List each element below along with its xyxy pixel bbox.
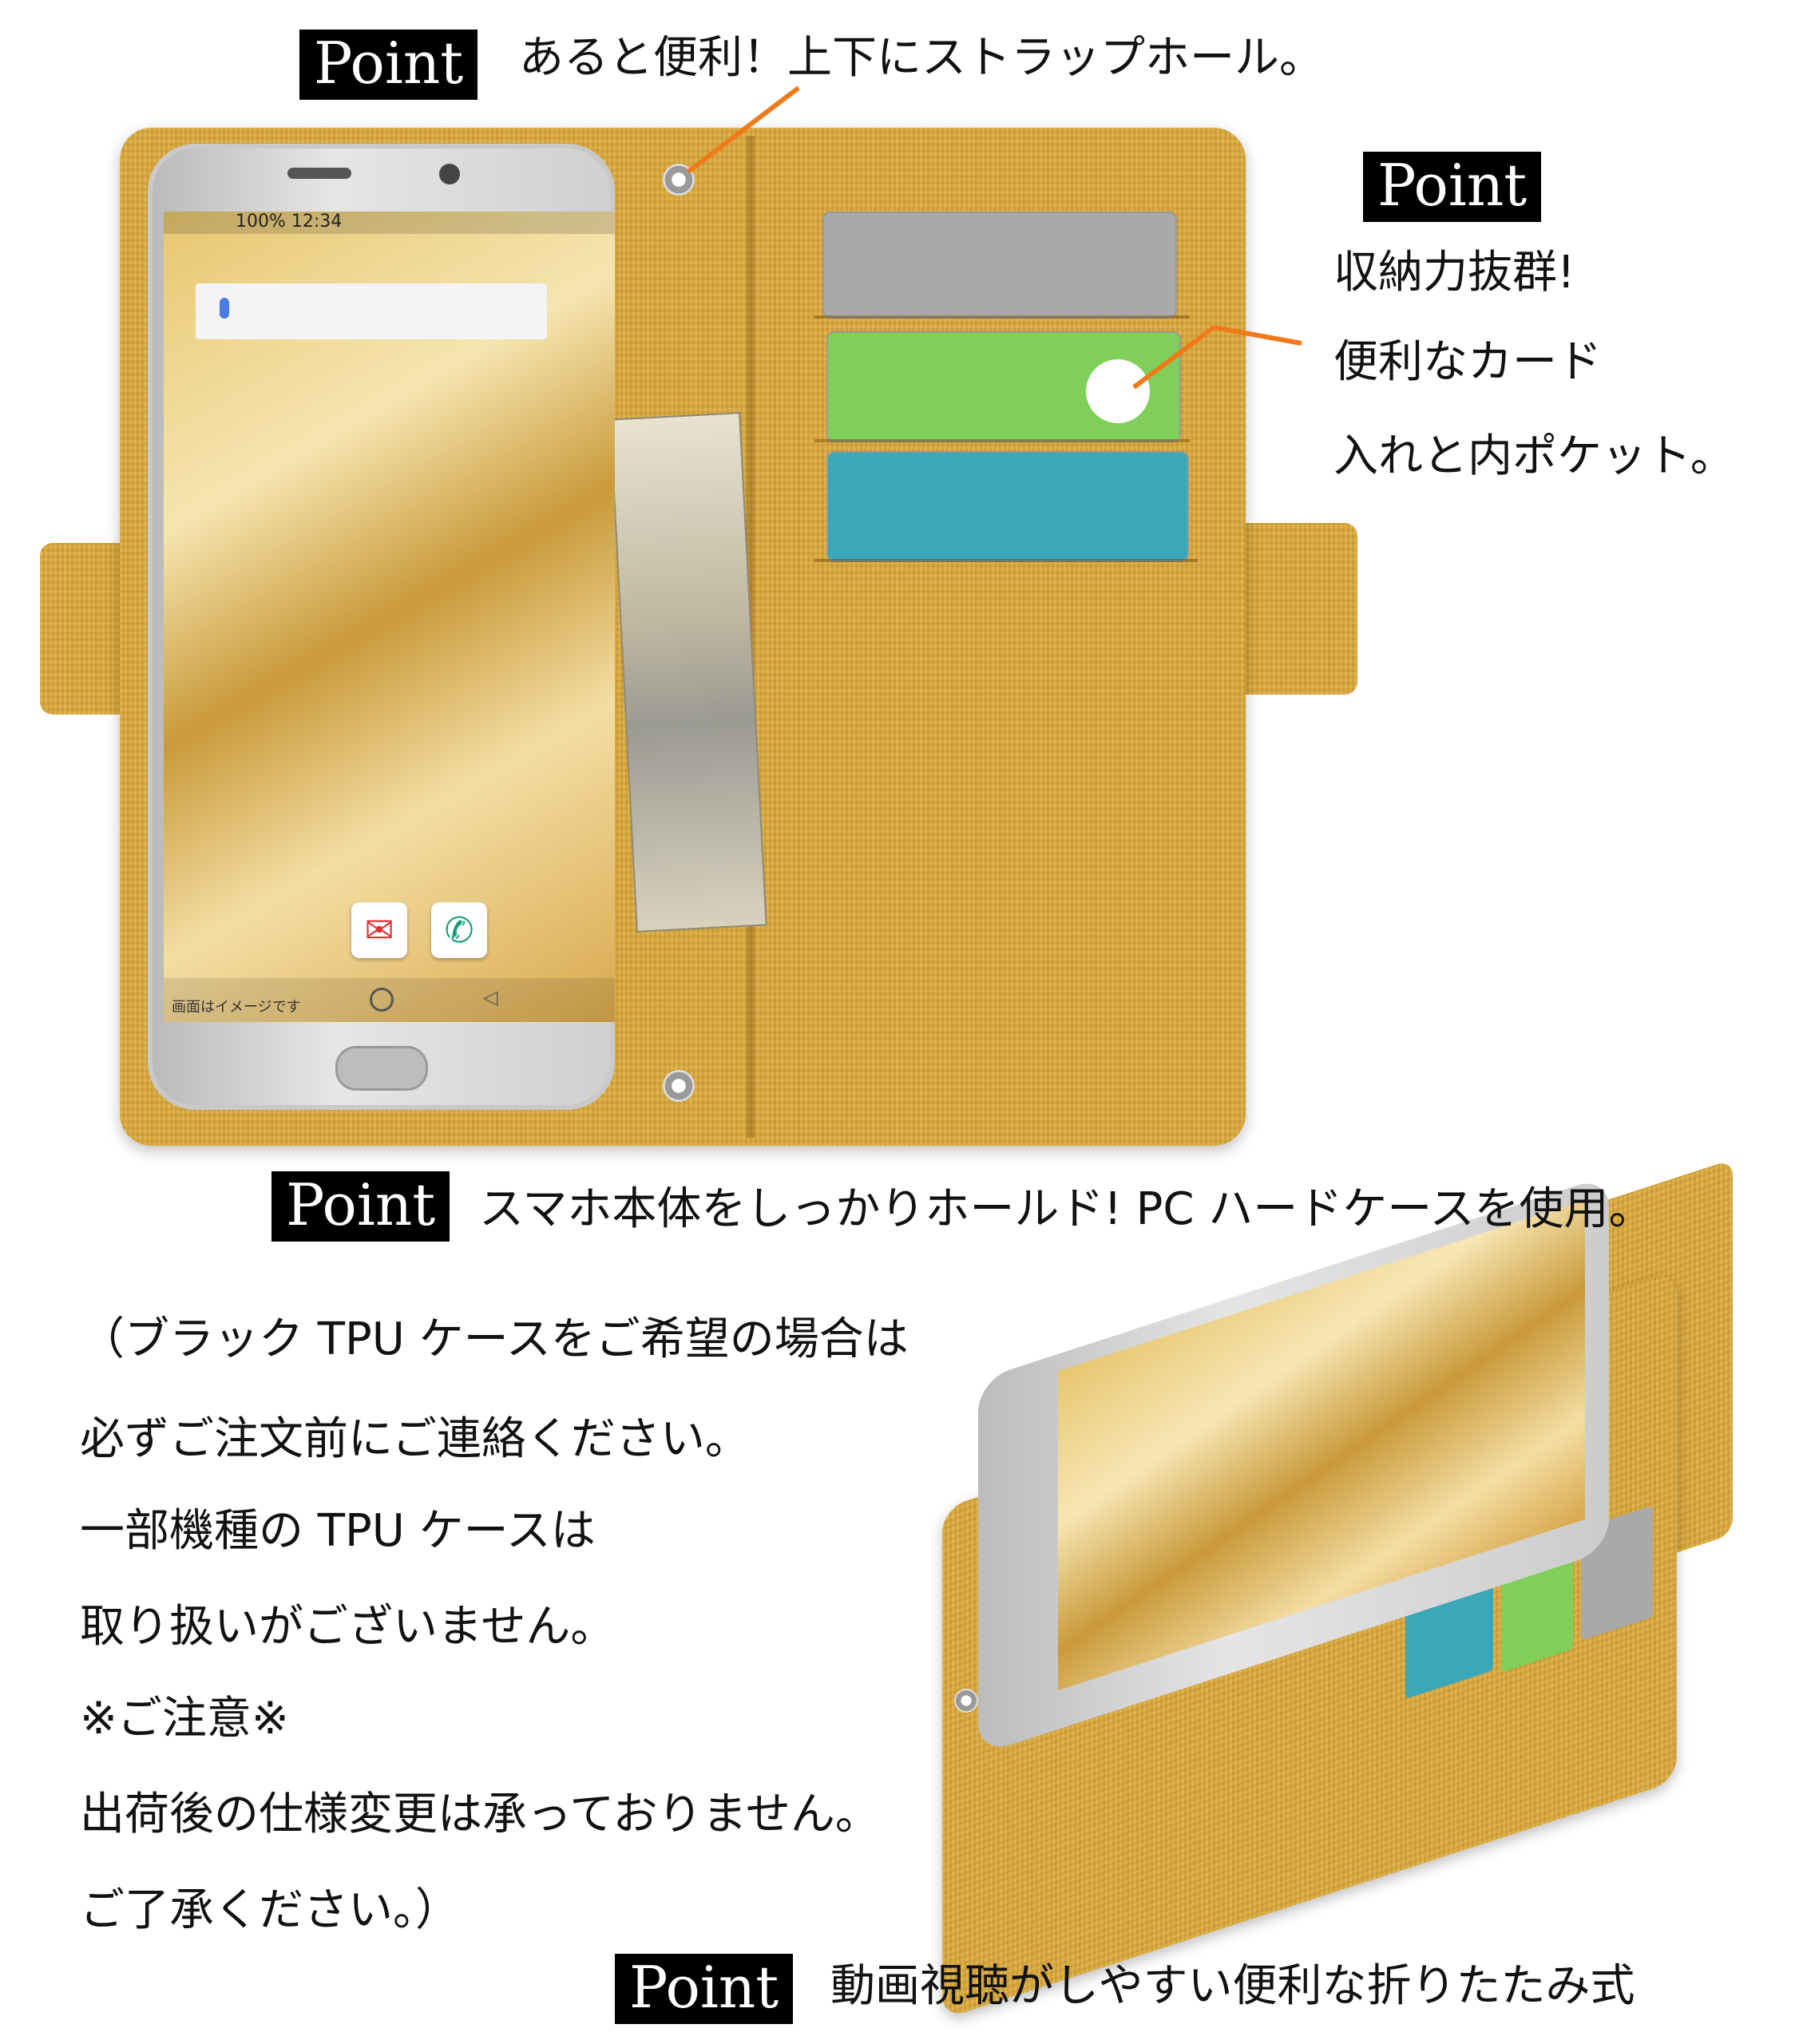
caption-storage-1: 収納力抜群!: [1333, 247, 1575, 299]
status-text: 100% 12:34: [236, 212, 343, 232]
back-nav-icon[interactable]: ◁: [483, 986, 498, 1008]
nav-caption: 画面はイメージです: [172, 999, 301, 1016]
phone-screen: [164, 212, 615, 1022]
caption-folding: 動画視聴がしやすい便利な折りたたみ式: [830, 1960, 1635, 2012]
front-camera-icon: [439, 164, 460, 184]
navigation-bar: 画面はイメージです ◁: [164, 978, 615, 1022]
point-badge: Point: [1363, 152, 1542, 222]
microphone-icon: [220, 298, 229, 319]
strap-hole-standing: [954, 1689, 978, 1713]
point-badge: Point: [299, 30, 478, 100]
card-teal: [826, 451, 1189, 562]
phone-call-icon[interactable]: ✆: [431, 902, 487, 958]
fingerprint-home-button: [335, 1046, 428, 1091]
caption-storage-2: 便利なカード: [1333, 336, 1602, 388]
search-bar[interactable]: [196, 283, 547, 339]
caption-strap-hole: あると便利！上下にストラップホール。: [519, 32, 1324, 84]
card-gray: [822, 212, 1177, 319]
card-logo: [1086, 359, 1150, 423]
status-bar: 100% 12:34: [164, 212, 615, 234]
caption-storage-3: 入れと内ポケット。: [1333, 430, 1735, 482]
leader-line-strap: [687, 85, 800, 174]
note-line-1: （ブラック TPU ケースをご希望の場合は: [80, 1313, 909, 1365]
belt-tab-right: [1230, 523, 1357, 695]
note-line-7: ご了承ください。）: [80, 1884, 460, 1936]
card-slot: [814, 315, 1190, 319]
card-slot: [814, 559, 1198, 562]
mail-icon[interactable]: ✉: [351, 902, 407, 958]
earpiece: [287, 168, 351, 179]
home-nav-icon[interactable]: [370, 988, 394, 1012]
point-badge: Point: [615, 1954, 794, 2024]
note-line-6: 出荷後の仕様変更は承っておりません。: [80, 1788, 880, 1840]
point-badge: Point: [271, 1171, 450, 1242]
card-slot: [814, 439, 1190, 442]
caption-hard-case: スマホ本体をしっかりホールド! PC ハードケースを使用。: [479, 1183, 1654, 1235]
leader-line-card-2: [1132, 325, 1215, 390]
note-line-2: 必ずご注文前にご連絡ください。: [80, 1413, 750, 1465]
leader-line-card: [1213, 325, 1302, 346]
note-line-5: ※ご注意※: [80, 1693, 289, 1745]
strap-hole-bottom: [663, 1070, 695, 1102]
note-line-4: 取り扱いがございません。: [80, 1601, 616, 1653]
note-line-3: 一部機種の TPU ケースは: [80, 1505, 596, 1557]
